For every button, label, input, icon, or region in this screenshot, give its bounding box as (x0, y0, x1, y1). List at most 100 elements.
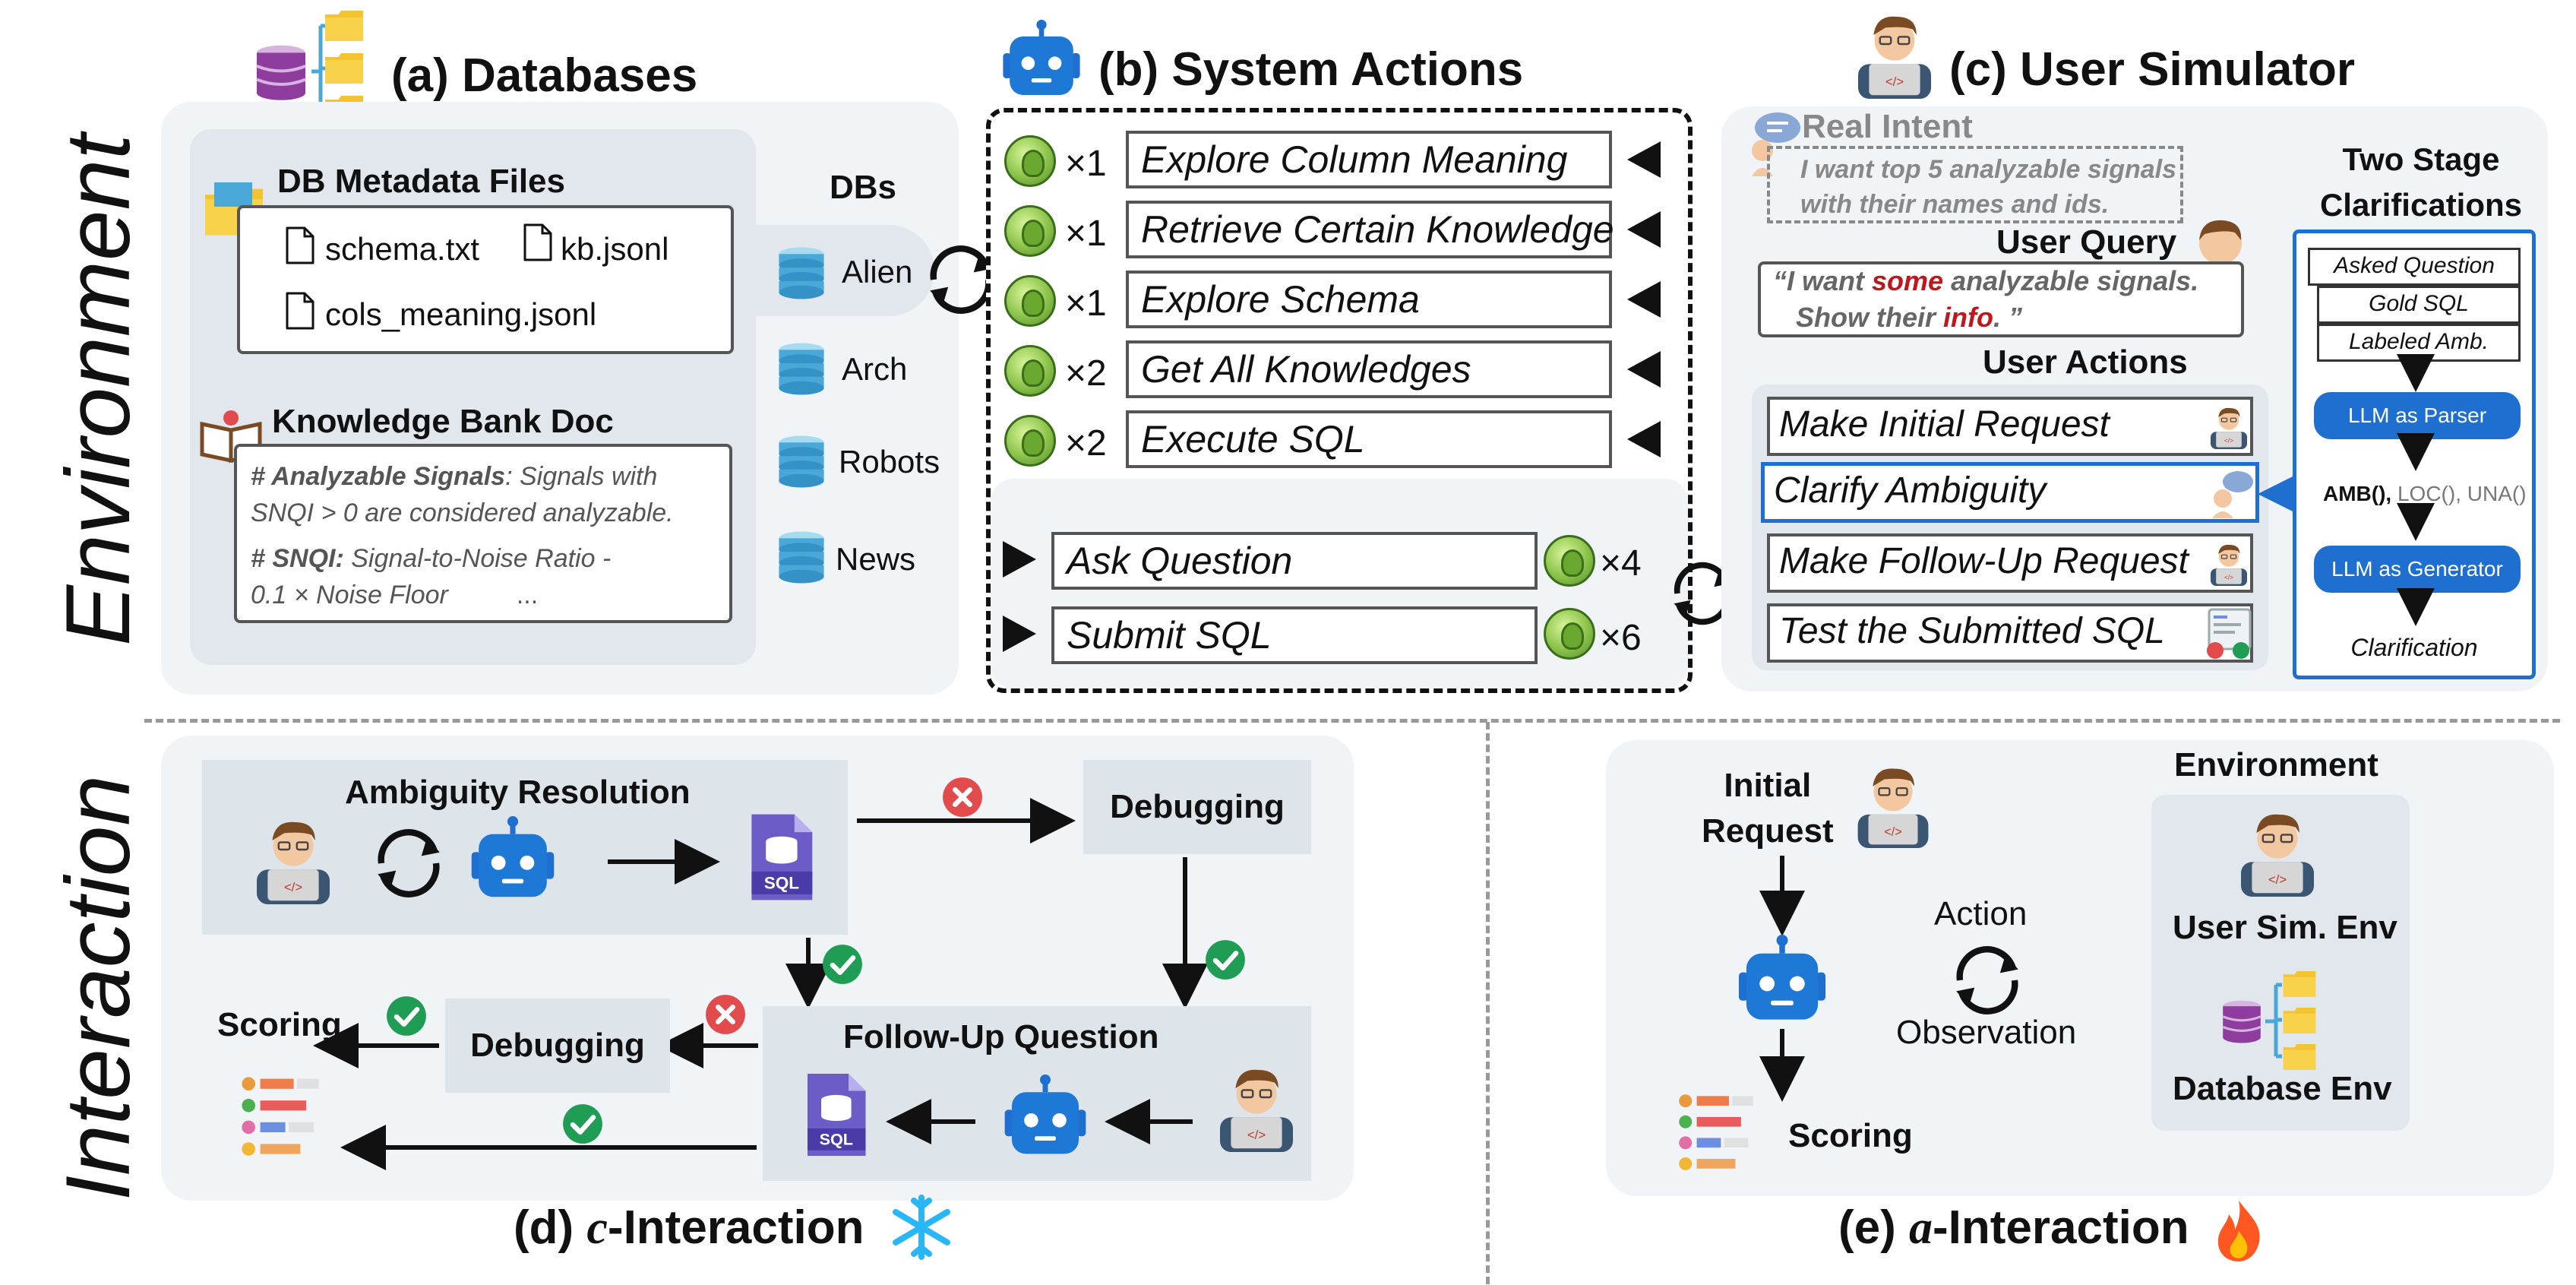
environment-side-label: Environment (47, 134, 149, 646)
schema-file-name: schema.txt (325, 231, 480, 267)
action-retrieve-certain-knowledge[interactable]: Retrieve Certain Knowledge (1126, 201, 1614, 258)
kb-file-name: kb.jsonl (561, 231, 669, 267)
action-arrow-icon (1627, 351, 1661, 388)
flow-arrow (608, 839, 720, 885)
real-intent-label: Real Intent (1802, 108, 1973, 145)
user-avatar-icon (1218, 1068, 1294, 1152)
action-label: Action (1934, 895, 2028, 932)
flow-arrow (1162, 857, 1208, 1009)
coin-icon (1004, 135, 1056, 187)
action-ask-question[interactable]: Ask Question (1051, 532, 1538, 590)
metadata-folder-icon (205, 182, 263, 236)
cycle-icon (363, 818, 454, 909)
user-head-icon (2210, 544, 2248, 587)
scoring-label: Scoring (1788, 1117, 1913, 1154)
db-alien-label[interactable]: Alien (842, 254, 913, 290)
robot-icon (1001, 1075, 1089, 1163)
action-explore-column-meaning[interactable]: Explore Column Meaning (1126, 131, 1612, 188)
clarify-link-arrow (2258, 475, 2296, 513)
initial-request-line-1: Initial (1724, 767, 1812, 804)
real-intent-box (1767, 146, 2183, 223)
action-explore-schema[interactable]: Explore Schema (1126, 271, 1612, 328)
coin-icon (1544, 608, 1595, 660)
caption-c: c (586, 1202, 608, 1254)
cycle-icon (1942, 935, 2033, 1026)
llm-as-parser: LLM as Parser (2314, 392, 2521, 439)
environment-label: Environment (2174, 746, 2378, 783)
user-actions-label: User Actions (1983, 343, 2188, 381)
user-head-icon (2210, 407, 2248, 450)
db-robots-icon (779, 435, 824, 488)
ambiguity-resolution-title: Ambiguity Resolution (345, 774, 691, 811)
action-submit-sql[interactable]: Submit SQL (1051, 606, 1538, 664)
caption-suffix: -Interaction (607, 1201, 864, 1254)
db-arch-icon (779, 343, 824, 395)
metadata-files-box (237, 205, 734, 354)
sql-file-icon (808, 1074, 866, 1156)
stack-labeled-amb: Labeled Amb. (2317, 324, 2521, 362)
user-sim-env-label: User Sim. Env (2173, 909, 2397, 946)
cols-meaning-file-icon (286, 292, 314, 330)
scoring-icon (1679, 1094, 1753, 1170)
user-query-part: “I want (1773, 265, 1873, 296)
user-avatar-icon (255, 821, 331, 904)
action-count: ×2 (1065, 353, 1107, 394)
robot-icon (1000, 20, 1083, 103)
c-interaction-caption: (d) c-Interaction (514, 1201, 864, 1255)
action-count: ×6 (1600, 618, 1642, 658)
system-actions-title: (b) System Actions (1098, 43, 1524, 96)
a-interaction-caption: (e) a-Interaction (1838, 1201, 2189, 1255)
db-news-label[interactable]: News (836, 541, 916, 577)
user-query-box (1758, 261, 2244, 337)
user-query-part: . ” (1993, 302, 2023, 333)
initial-request-line-2: Request (1702, 812, 1834, 850)
user-avatar-icon (1857, 15, 1933, 99)
db-robots-label[interactable]: Robots (839, 444, 940, 480)
interaction-side-label: Interaction (47, 774, 149, 1201)
kb-doc-box (234, 444, 732, 623)
robot-icon (468, 816, 558, 906)
scoring-label: Scoring (217, 1006, 342, 1043)
action-arrow-icon (1627, 211, 1661, 248)
user-query-ambiguous-info: info (1943, 302, 1993, 333)
success-check-icon (386, 995, 427, 1037)
test-result-icon (2207, 608, 2252, 659)
user-avatar-icon (1857, 768, 1930, 848)
flow-arrow (857, 798, 1076, 843)
flow-arrow (2397, 433, 2435, 471)
dbs-title: DBs (830, 169, 897, 206)
coin-icon (1004, 415, 1056, 467)
user-query-ambiguous-some: some (1872, 265, 1944, 296)
coin-icon (1004, 275, 1056, 327)
action-count: ×1 (1065, 214, 1107, 254)
thought-bubble-icon (1752, 112, 1800, 176)
robot-icon (1735, 935, 1829, 1029)
fire-icon (2217, 1201, 2260, 1261)
two-stage-title-line-2: Clarifications (2319, 187, 2523, 223)
user-simulator-title: (c) User Simulator (1949, 43, 2356, 96)
db-arch-label[interactable]: Arch (842, 351, 908, 387)
success-check-icon (822, 944, 863, 985)
snowflake-icon (893, 1195, 950, 1260)
coin-icon (1004, 205, 1056, 257)
kb-text-1a: : Signals with (505, 462, 658, 491)
action-arrow-icon (1627, 281, 1661, 318)
action-get-all-knowledges[interactable]: Get All Knowledges (1126, 340, 1612, 398)
user-action-test-submitted-sql[interactable]: Test the Submitted SQL (1767, 603, 2253, 663)
success-check-icon (1205, 939, 1246, 980)
user-action-make-follow-up-request[interactable]: Make Follow-Up Request (1767, 533, 2253, 593)
action-execute-sql[interactable]: Execute SQL (1126, 410, 1612, 468)
action-count: ×1 (1065, 144, 1107, 184)
user-query-text: “I want some analyzable signals. Show th… (1773, 263, 2198, 336)
sql-file-icon (751, 814, 813, 900)
database-folder-icon (251, 11, 363, 126)
user-action-clarify-ambiguity[interactable]: Clarify Ambiguity (1761, 462, 2259, 523)
kb-file-icon (523, 223, 552, 261)
user-action-make-initial-request[interactable]: Make Initial Request (1767, 397, 2253, 456)
action-arrow-icon (1627, 421, 1661, 457)
flow-arrow (2397, 354, 2435, 392)
db-alien-icon (779, 247, 824, 299)
caption-prefix: (e) (1838, 1201, 1909, 1254)
action-arrow-icon (1003, 541, 1036, 578)
user-query-part: analyzable signals. (1943, 265, 2199, 296)
